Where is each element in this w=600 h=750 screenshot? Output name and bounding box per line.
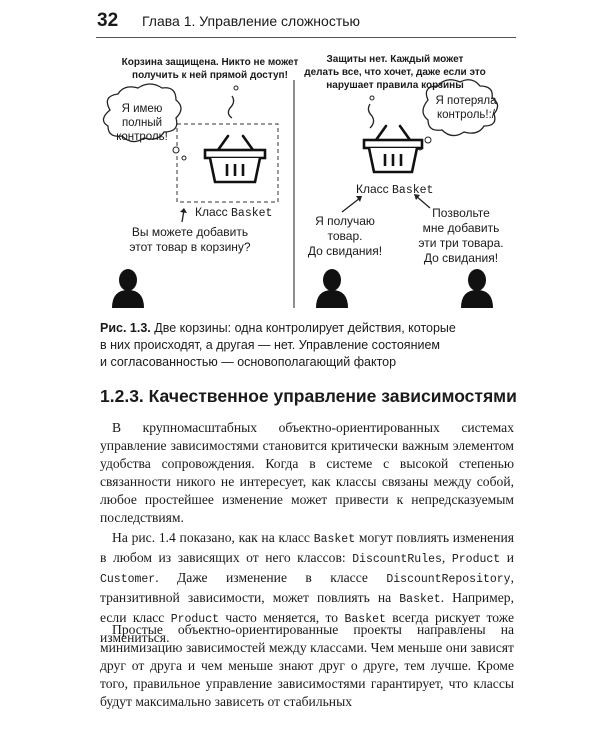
caption-label: Рис. 1.3. bbox=[100, 321, 151, 335]
right-speech-2: Позвольте мне добавить эти три товара. Д… bbox=[418, 206, 504, 265]
right-thought-cloud bbox=[422, 79, 499, 137]
left-basket-label: Класс Basket bbox=[195, 205, 273, 220]
page-number: 32 bbox=[97, 10, 119, 31]
left-cloud-text: Я имею полный контроль! bbox=[116, 103, 168, 143]
left-top-bubble: Корзина защищена. Никто не может получит… bbox=[121, 57, 299, 81]
figure-caption: Рис. 1.3. Две корзины: одна контролирует… bbox=[100, 321, 456, 369]
right-speech-1: Я получаю товар. До свидания! bbox=[307, 214, 383, 258]
protection-box bbox=[176, 123, 279, 203]
figure-graphics bbox=[102, 79, 499, 308]
right-top-bubble: Защиты нет. Каждый может делать все, что… bbox=[304, 54, 486, 91]
header-rule bbox=[96, 37, 516, 38]
right-cloud-text: Я потеряла контроль!:/ bbox=[435, 95, 497, 121]
paragraph-1: В крупномасштабных объектно-ориентирован… bbox=[100, 420, 514, 525]
right-basket-icon bbox=[362, 124, 424, 174]
section-heading: 1.2.3. Качественное управление зависимос… bbox=[100, 386, 517, 406]
chapter-title: Глава 1. Управление сложностью bbox=[142, 13, 361, 29]
paragraph-2: На рис. 1.4 показано, как на класс Baske… bbox=[100, 530, 514, 645]
right-basket-label: Класс Basket bbox=[356, 182, 434, 197]
left-person-icon bbox=[112, 269, 144, 308]
left-speech: Вы можете добавить этот товар в корзину? bbox=[129, 225, 251, 254]
paragraph-3: Простые объектно-ориентированные проекты… bbox=[100, 622, 514, 709]
right-person-icon-2 bbox=[461, 269, 493, 308]
right-person-icon-1 bbox=[316, 269, 348, 308]
left-thought-cloud bbox=[102, 83, 182, 143]
left-basket-icon bbox=[203, 134, 267, 184]
